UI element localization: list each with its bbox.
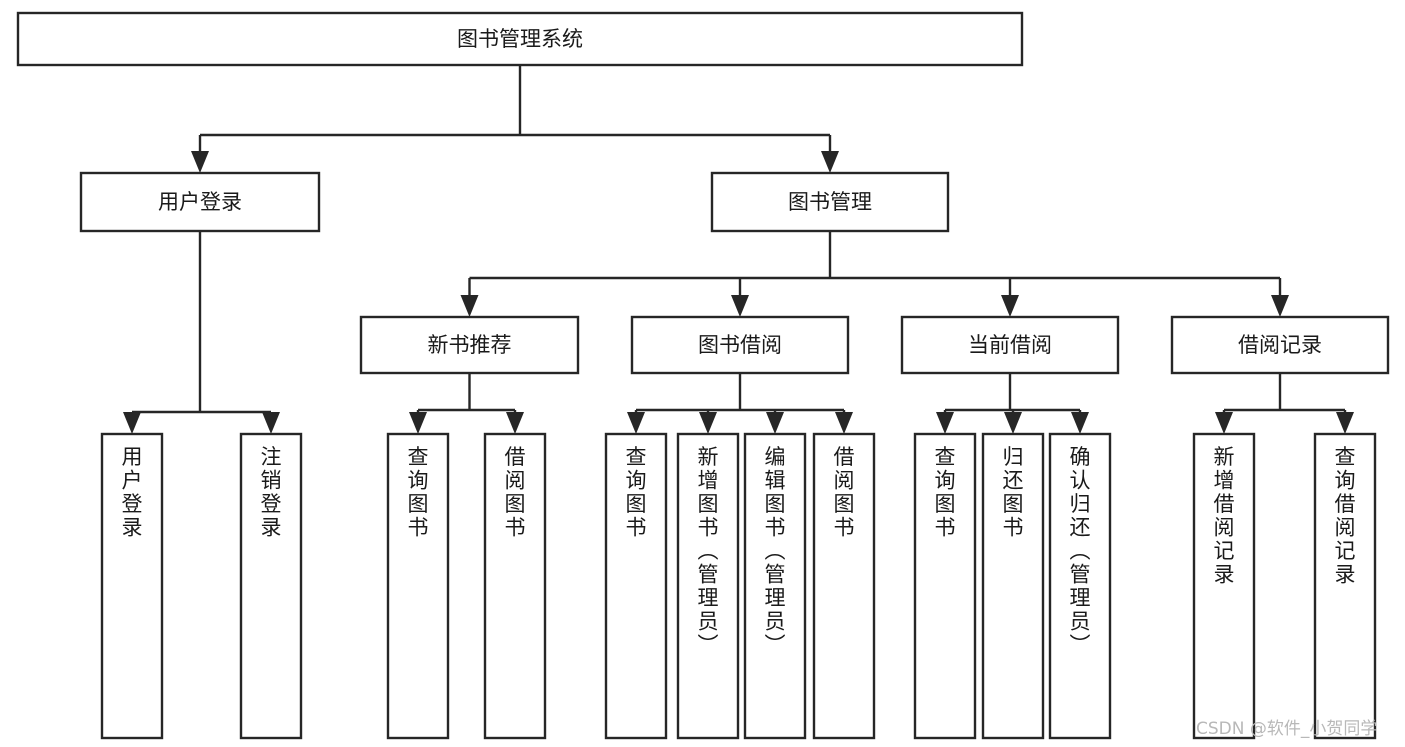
node-leaf-user-login[interactable]: 用户登录 <box>100 432 164 740</box>
node-box-leaf-borrow-book[interactable] <box>812 432 876 740</box>
node-label-leaf-logout-login: 注销登录 <box>261 445 282 540</box>
arrow-user-login-leaf-logout-login <box>262 412 280 434</box>
node-label-leaf-add-book-admin: 新增图书︵管理员︶ <box>698 445 719 657</box>
node-box-leaf-query-book-borrow[interactable] <box>604 432 668 740</box>
node-current-borrow[interactable]: 当前借阅 <box>900 315 1120 375</box>
arrow-current-borrow-leaf-confirm-return-admin <box>1071 412 1089 434</box>
node-borrow-record[interactable]: 借阅记录 <box>1170 315 1390 375</box>
node-label-book-management: 图书管理 <box>788 190 872 214</box>
node-box-root[interactable] <box>16 11 1024 67</box>
node-leaf-borrow-book-recommend[interactable]: 借阅图书 <box>483 432 547 740</box>
node-leaf-add-borrow-record[interactable]: 新增借阅记录 <box>1192 432 1256 740</box>
node-label-leaf-query-book-borrow: 查询图书 <box>626 445 647 540</box>
node-label-root: 图书管理系统 <box>457 27 583 51</box>
node-root[interactable]: 图书管理系统 <box>16 11 1024 67</box>
node-label-current-borrow: 当前借阅 <box>968 333 1052 357</box>
node-label-user-login: 用户登录 <box>158 190 242 214</box>
arrow-root-book-management <box>821 151 839 173</box>
node-box-leaf-borrow-book-recommend[interactable] <box>483 432 547 740</box>
node-leaf-add-book-admin[interactable]: 新增图书︵管理员︶ <box>676 432 740 740</box>
node-label-borrow-record: 借阅记录 <box>1238 333 1322 357</box>
node-label-leaf-add-borrow-record: 新增借阅记录 <box>1214 445 1235 587</box>
node-label-leaf-return-book: 归还图书 <box>1003 445 1024 540</box>
arrow-book-management-current-borrow <box>1001 295 1019 317</box>
node-box-leaf-add-borrow-record[interactable] <box>1192 432 1256 740</box>
node-box-leaf-edit-book-admin[interactable] <box>743 432 807 740</box>
node-box-leaf-query-book-current[interactable] <box>913 432 977 740</box>
node-new-book-recommend[interactable]: 新书推荐 <box>359 315 580 375</box>
node-leaf-return-book[interactable]: 归还图书 <box>981 432 1045 740</box>
node-label-new-book-recommend: 新书推荐 <box>428 333 512 357</box>
arrow-current-borrow-leaf-return-book <box>1004 412 1022 434</box>
node-leaf-confirm-return-admin[interactable]: 确认归还︵管理员︶ <box>1048 432 1112 740</box>
arrow-new-book-recommend-leaf-query-book-recommend <box>409 412 427 434</box>
node-box-new-book-recommend[interactable] <box>359 315 580 375</box>
node-label-leaf-borrow-book-recommend: 借阅图书 <box>505 445 526 540</box>
node-leaf-query-book-recommend[interactable]: 查询图书 <box>386 432 450 740</box>
node-box-leaf-query-book-recommend[interactable] <box>386 432 450 740</box>
node-leaf-query-borrow-record[interactable]: 查询借阅记录 <box>1313 432 1377 740</box>
arrow-book-management-new-book-recommend <box>460 295 479 317</box>
node-label-leaf-query-book-recommend: 查询图书 <box>408 445 429 540</box>
node-book-management[interactable]: 图书管理 <box>710 171 950 233</box>
node-label-leaf-query-book-current: 查询图书 <box>935 445 956 540</box>
node-box-leaf-confirm-return-admin[interactable] <box>1048 432 1112 740</box>
connector-lines <box>123 65 1354 434</box>
arrow-book-borrow-leaf-query-book-borrow <box>627 412 645 434</box>
node-box-current-borrow[interactable] <box>900 315 1120 375</box>
node-box-leaf-user-login[interactable] <box>100 432 164 740</box>
arrow-borrow-record-leaf-query-borrow-record <box>1336 412 1354 434</box>
arrow-book-management-book-borrow <box>731 295 749 317</box>
node-leaf-edit-book-admin[interactable]: 编辑图书︵管理员︶ <box>743 432 807 740</box>
node-box-leaf-add-book-admin[interactable] <box>676 432 740 740</box>
arrow-user-login-leaf-user-login <box>123 412 141 434</box>
node-leaf-borrow-book[interactable]: 借阅图书 <box>812 432 876 740</box>
arrow-new-book-recommend-leaf-borrow-book-recommend <box>506 412 524 434</box>
node-label-leaf-confirm-return-admin: 确认归还︵管理员︶ <box>1070 445 1091 657</box>
node-leaf-logout-login[interactable]: 注销登录 <box>239 432 303 740</box>
node-user-login[interactable]: 用户登录 <box>79 171 321 233</box>
node-box-user-login[interactable] <box>79 171 321 233</box>
arrow-book-borrow-leaf-edit-book-admin <box>766 412 784 434</box>
node-box-borrow-record[interactable] <box>1170 315 1390 375</box>
node-box-leaf-query-borrow-record[interactable] <box>1313 432 1377 740</box>
node-label-leaf-edit-book-admin: 编辑图书︵管理员︶ <box>765 445 786 657</box>
node-label-book-borrow: 图书借阅 <box>698 333 782 357</box>
node-leaf-query-book-borrow[interactable]: 查询图书 <box>604 432 668 740</box>
watermark-label: CSDN @软件_小贺同学 <box>1196 719 1377 739</box>
node-label-leaf-user-login: 用户登录 <box>122 445 143 540</box>
node-boxes: 图书管理系统用户登录图书管理新书推荐图书借阅当前借阅借阅记录用户登录注销登录查询… <box>16 11 1390 740</box>
node-box-book-borrow[interactable] <box>630 315 850 375</box>
arrow-book-management-borrow-record <box>1271 295 1289 317</box>
node-box-book-management[interactable] <box>710 171 950 233</box>
node-book-borrow[interactable]: 图书借阅 <box>630 315 850 375</box>
node-label-leaf-borrow-book: 借阅图书 <box>834 445 855 540</box>
arrow-borrow-record-leaf-add-borrow-record <box>1215 412 1233 434</box>
node-leaf-query-book-current[interactable]: 查询图书 <box>913 432 977 740</box>
arrow-root-user-login <box>191 151 209 173</box>
node-box-leaf-return-book[interactable] <box>981 432 1045 740</box>
arrow-book-borrow-leaf-add-book-admin <box>699 412 717 434</box>
arrow-current-borrow-leaf-query-book-current <box>936 412 954 434</box>
node-box-leaf-logout-login[interactable] <box>239 432 303 740</box>
arrow-book-borrow-leaf-borrow-book <box>835 412 853 434</box>
node-label-leaf-query-borrow-record: 查询借阅记录 <box>1335 445 1356 587</box>
